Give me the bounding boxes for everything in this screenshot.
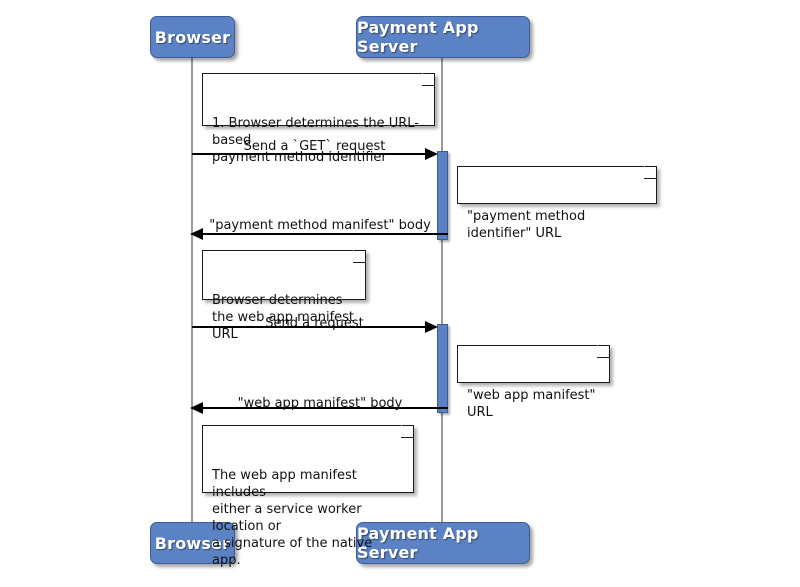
participant-browser-top-label: Browser <box>154 27 231 47</box>
note-fold-corner-icon <box>422 73 435 86</box>
lifeline-browser <box>191 58 193 522</box>
note-fold-corner-icon <box>401 425 414 438</box>
note-browser-determines-manifest-url: Browser determines the web app manifest … <box>202 250 366 342</box>
note-manifest-includes: The web app manifest includes either a s… <box>202 425 414 568</box>
note-manifest-includes-text: The web app manifest includes either a s… <box>212 468 373 568</box>
participant-browser-top[interactable]: Browser <box>150 16 235 58</box>
participant-payment-app-server-top[interactable]: Payment App Server <box>356 16 530 58</box>
note-web-app-manifest-url: "web app manifest" URL <box>457 345 610 420</box>
note-payment-method-identifier-url-text: "payment method identifier" URL <box>467 209 586 241</box>
note-url-based-identifier-text: 1. Browser determines the URL-based paym… <box>212 116 419 165</box>
message-payment-method-manifest-body-line <box>200 233 448 235</box>
message-get-request-line <box>192 153 431 155</box>
message-send-a-request-arrowhead <box>425 321 438 333</box>
message-send-a-request-line <box>192 326 431 328</box>
note-url-based-identifier: 1. Browser determines the URL-based paym… <box>202 73 435 165</box>
participant-payment-app-server-top-label: Payment App Server <box>357 18 479 56</box>
note-fold-corner-icon <box>597 345 610 358</box>
message-web-app-manifest-body-label: "web app manifest" body <box>237 396 403 411</box>
lifeline-payment-app-server <box>441 58 443 522</box>
message-payment-method-manifest-body-label: "payment method manifest" body <box>209 218 431 233</box>
participant-payment-app-server-bottom[interactable]: Payment App Server <box>356 522 530 564</box>
message-get-request-label: Send a `GET` request <box>243 139 386 154</box>
activation-bar-1 <box>437 151 448 240</box>
message-send-a-request-label: Send a request <box>192 316 437 331</box>
note-web-app-manifest-url-text: "web app manifest" URL <box>467 388 596 420</box>
message-web-app-manifest-body-line <box>200 407 448 409</box>
message-payment-method-manifest-body-arrowhead <box>190 228 203 240</box>
message-get-request-arrowhead <box>425 148 438 160</box>
note-fold-corner-icon <box>644 166 657 179</box>
message-web-app-manifest-body-arrowhead <box>190 402 203 414</box>
participant-payment-app-server-bottom-label: Payment App Server <box>357 524 479 562</box>
note-fold-corner-icon <box>353 250 366 263</box>
note-payment-method-identifier-url: "payment method identifier" URL <box>457 166 657 241</box>
participant-browser-bottom[interactable]: Browser <box>150 522 235 564</box>
participant-browser-bottom-label: Browser <box>154 533 231 553</box>
note-browser-determines-manifest-url-text: Browser determines the web app manifest … <box>212 293 355 342</box>
activation-bar-2 <box>437 324 448 413</box>
